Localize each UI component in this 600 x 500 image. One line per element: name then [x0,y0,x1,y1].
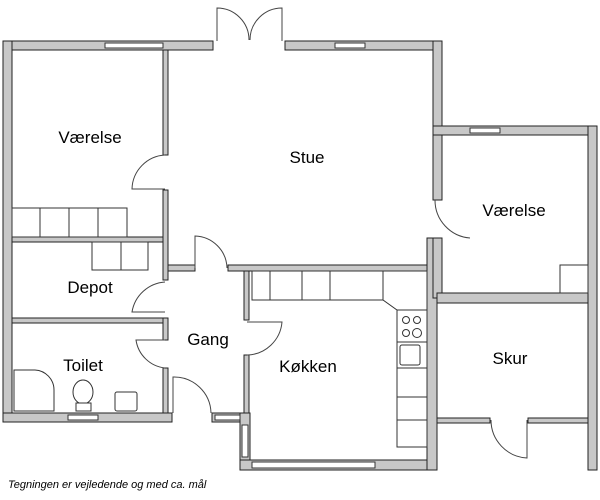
doors [131,7,528,459]
room-label-bedroom-right: Værelse [482,201,546,220]
room-label-shed: Skur [492,349,528,368]
windows [67,42,501,469]
room-label-bedroom-left: Værelse [58,128,122,147]
room-label-storage: Depot [67,278,113,297]
room-label-hallway: Gang [187,330,229,349]
fixtures [11,207,589,448]
disclaimer-caption: Tegningen er vejledende og med ca. mål [8,479,207,491]
room-label-kitchen: Køkken [279,357,337,376]
room-label-living-room: Stue [289,148,325,167]
room-label-toilet: Toilet [63,356,103,375]
